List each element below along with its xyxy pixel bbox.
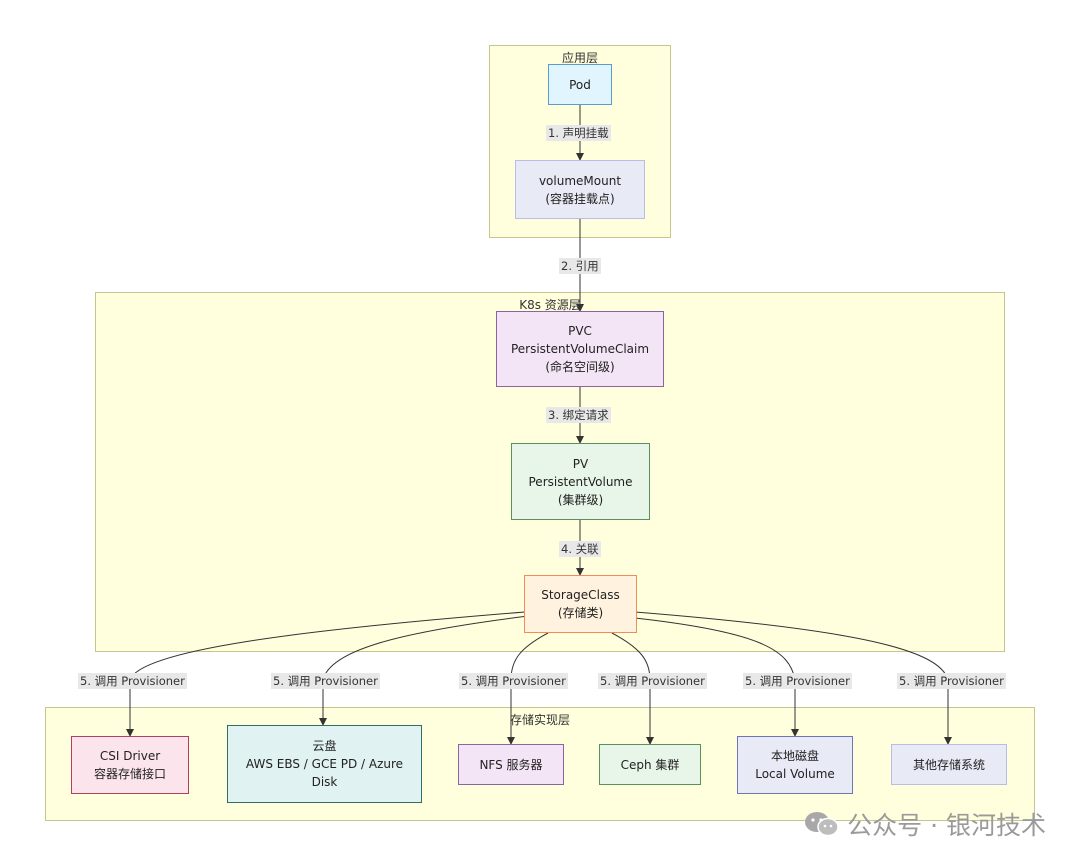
cloud-providers-cont: Disk [311, 775, 338, 789]
cloud-label: 云盘 [312, 739, 337, 753]
volumemount-label: volumeMount [538, 173, 622, 188]
wechat-icon [805, 812, 839, 837]
pv-fullname: PersistentVolume [528, 474, 633, 489]
edge-sc-other [634, 611, 952, 745]
pvc-label: PVC [568, 324, 592, 338]
storageclass-label: StorageClass [541, 588, 620, 602]
pvc-node: PVC PersistentVolumeClaim (命名空间级) [496, 311, 664, 387]
edge-label-reference: 2. 引用 [559, 258, 601, 274]
volumemount-sublabel: (容器挂载点) [545, 191, 615, 206]
pvc-fullname: PersistentVolumeClaim [510, 342, 650, 356]
edge-label-declare-mount: 1. 声明挂载 [546, 125, 611, 141]
storage-layer-title: 存储实现层 [509, 713, 570, 727]
k8s-layer-title: K8s 资源层 [519, 298, 581, 312]
edge-sc-csi [126, 611, 526, 737]
pv-label: PV [572, 456, 589, 471]
local-sublabel: Local Volume [755, 767, 835, 781]
watermark: 公众号 · 银河技术 [803, 806, 1046, 842]
local-label: 本地磁盘 [770, 749, 819, 763]
ceph-node: Ceph 集群 [599, 744, 701, 785]
edge-label-provisioner: 5. 调用 Provisioner [598, 673, 707, 689]
other-label: 其他存储系统 [912, 757, 985, 772]
local-disk-node: 本地磁盘 Local Volume [737, 736, 853, 794]
pod-node: Pod [548, 64, 612, 105]
csi-sublabel: 容器存储接口 [93, 767, 166, 781]
nfs-node: NFS 服务器 [458, 744, 564, 785]
ceph-label: Ceph 集群 [620, 757, 680, 772]
csi-label: CSI Driver [99, 749, 161, 763]
pv-scope: (集群级) [557, 492, 604, 507]
edge-label-provisioner: 5. 调用 Provisioner [897, 673, 1006, 689]
cloud-disk-node: 云盘 AWS EBS / GCE PD / Azure Disk [227, 725, 422, 803]
volumemount-node: volumeMount (容器挂载点) [515, 160, 645, 219]
edge-label-provisioner: 5. 调用 Provisioner [78, 673, 187, 689]
nfs-label: NFS 服务器 [479, 757, 543, 772]
edge-label-provisioner: 5. 调用 Provisioner [271, 673, 380, 689]
edge-label-provisioner: 5. 调用 Provisioner [743, 673, 852, 689]
other-storage-node: 其他存储系统 [891, 744, 1007, 785]
pvc-scope: (命名空间级) [545, 360, 615, 374]
edge-label-bind-request: 3. 绑定请求 [546, 407, 611, 423]
storageclass-node: StorageClass (存储类) [524, 575, 637, 633]
edge-label-associate: 4. 关联 [559, 541, 601, 557]
pv-node: PV PersistentVolume (集群级) [511, 443, 650, 520]
edge-label-provisioner: 5. 调用 Provisioner [459, 673, 568, 689]
cloud-providers: AWS EBS / GCE PD / Azure [245, 757, 404, 771]
watermark-text: 公众号 · 银河技术 [847, 811, 1046, 840]
edge-sc-cloud [319, 615, 529, 726]
csi-driver-node: CSI Driver 容器存储接口 [71, 736, 189, 794]
storageclass-sublabel: (存储类) [557, 606, 604, 620]
app-layer-title: 应用层 [561, 51, 598, 65]
pod-label: Pod [569, 77, 591, 92]
